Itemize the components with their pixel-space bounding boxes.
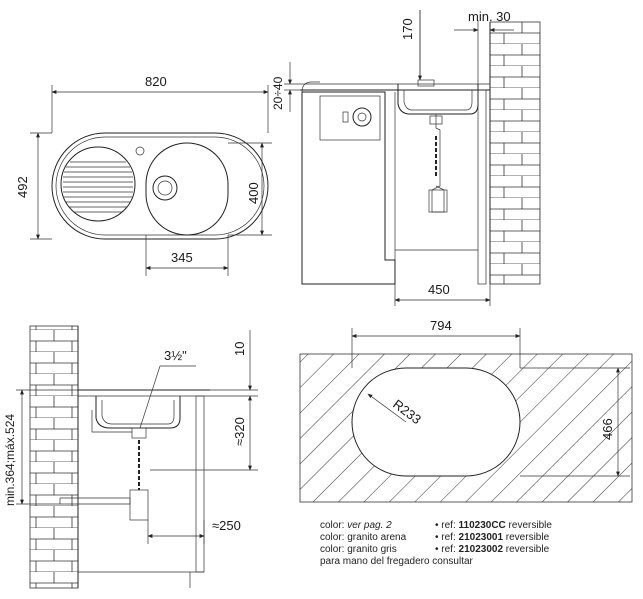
dim-400: 400 (246, 182, 261, 204)
bowl-outline (145, 142, 229, 236)
dim-20-40: 20÷40 (271, 76, 285, 110)
wall-bricks-side (29, 325, 79, 589)
info-footer: para mano del fregadero consultar (320, 556, 473, 567)
drainer-ribs (63, 161, 133, 213)
info-row: color: granito gris • ref: 21023002 reve… (320, 544, 550, 555)
top-view: 820 492 400 345 (15, 74, 272, 276)
dim-492: 492 (15, 176, 30, 198)
side-view: 3½" 10 ≈320 ≈250 min.364;máx.524 (3, 325, 258, 589)
front-view: 170 min. 30 20÷40 450 (271, 9, 541, 306)
info-block: color: ver pag. 2 • ref: 110230CC revers… (320, 520, 640, 568)
info-row: color: ver pag. 2 • ref: 110230CC revers… (320, 520, 552, 531)
dim-345: 345 (171, 250, 193, 265)
dim-170: 170 (400, 18, 415, 40)
drain-hole (152, 175, 178, 201)
cutout-view: 794 466 R233 (299, 318, 633, 503)
drainer-circle (60, 146, 136, 222)
dim-466: 466 (600, 418, 615, 440)
dim-794: 794 (430, 318, 452, 333)
dim-320: ≈320 (232, 417, 247, 446)
tap-hole (135, 146, 145, 156)
dim-min-max: min.364;máx.524 (3, 414, 17, 506)
dim-250: ≈250 (212, 518, 241, 533)
dim-3-half: 3½" (164, 348, 187, 363)
sink-outline (51, 132, 269, 240)
dim-450: 450 (428, 282, 450, 297)
wall-bricks-top (489, 21, 541, 285)
info-row: color: granito arena • ref: 21023001 rev… (320, 532, 550, 543)
dim-10: 10 (232, 342, 247, 356)
dim-min-30: min. 30 (468, 9, 511, 24)
cutout-shape (351, 367, 521, 477)
dim-820: 820 (145, 74, 167, 89)
